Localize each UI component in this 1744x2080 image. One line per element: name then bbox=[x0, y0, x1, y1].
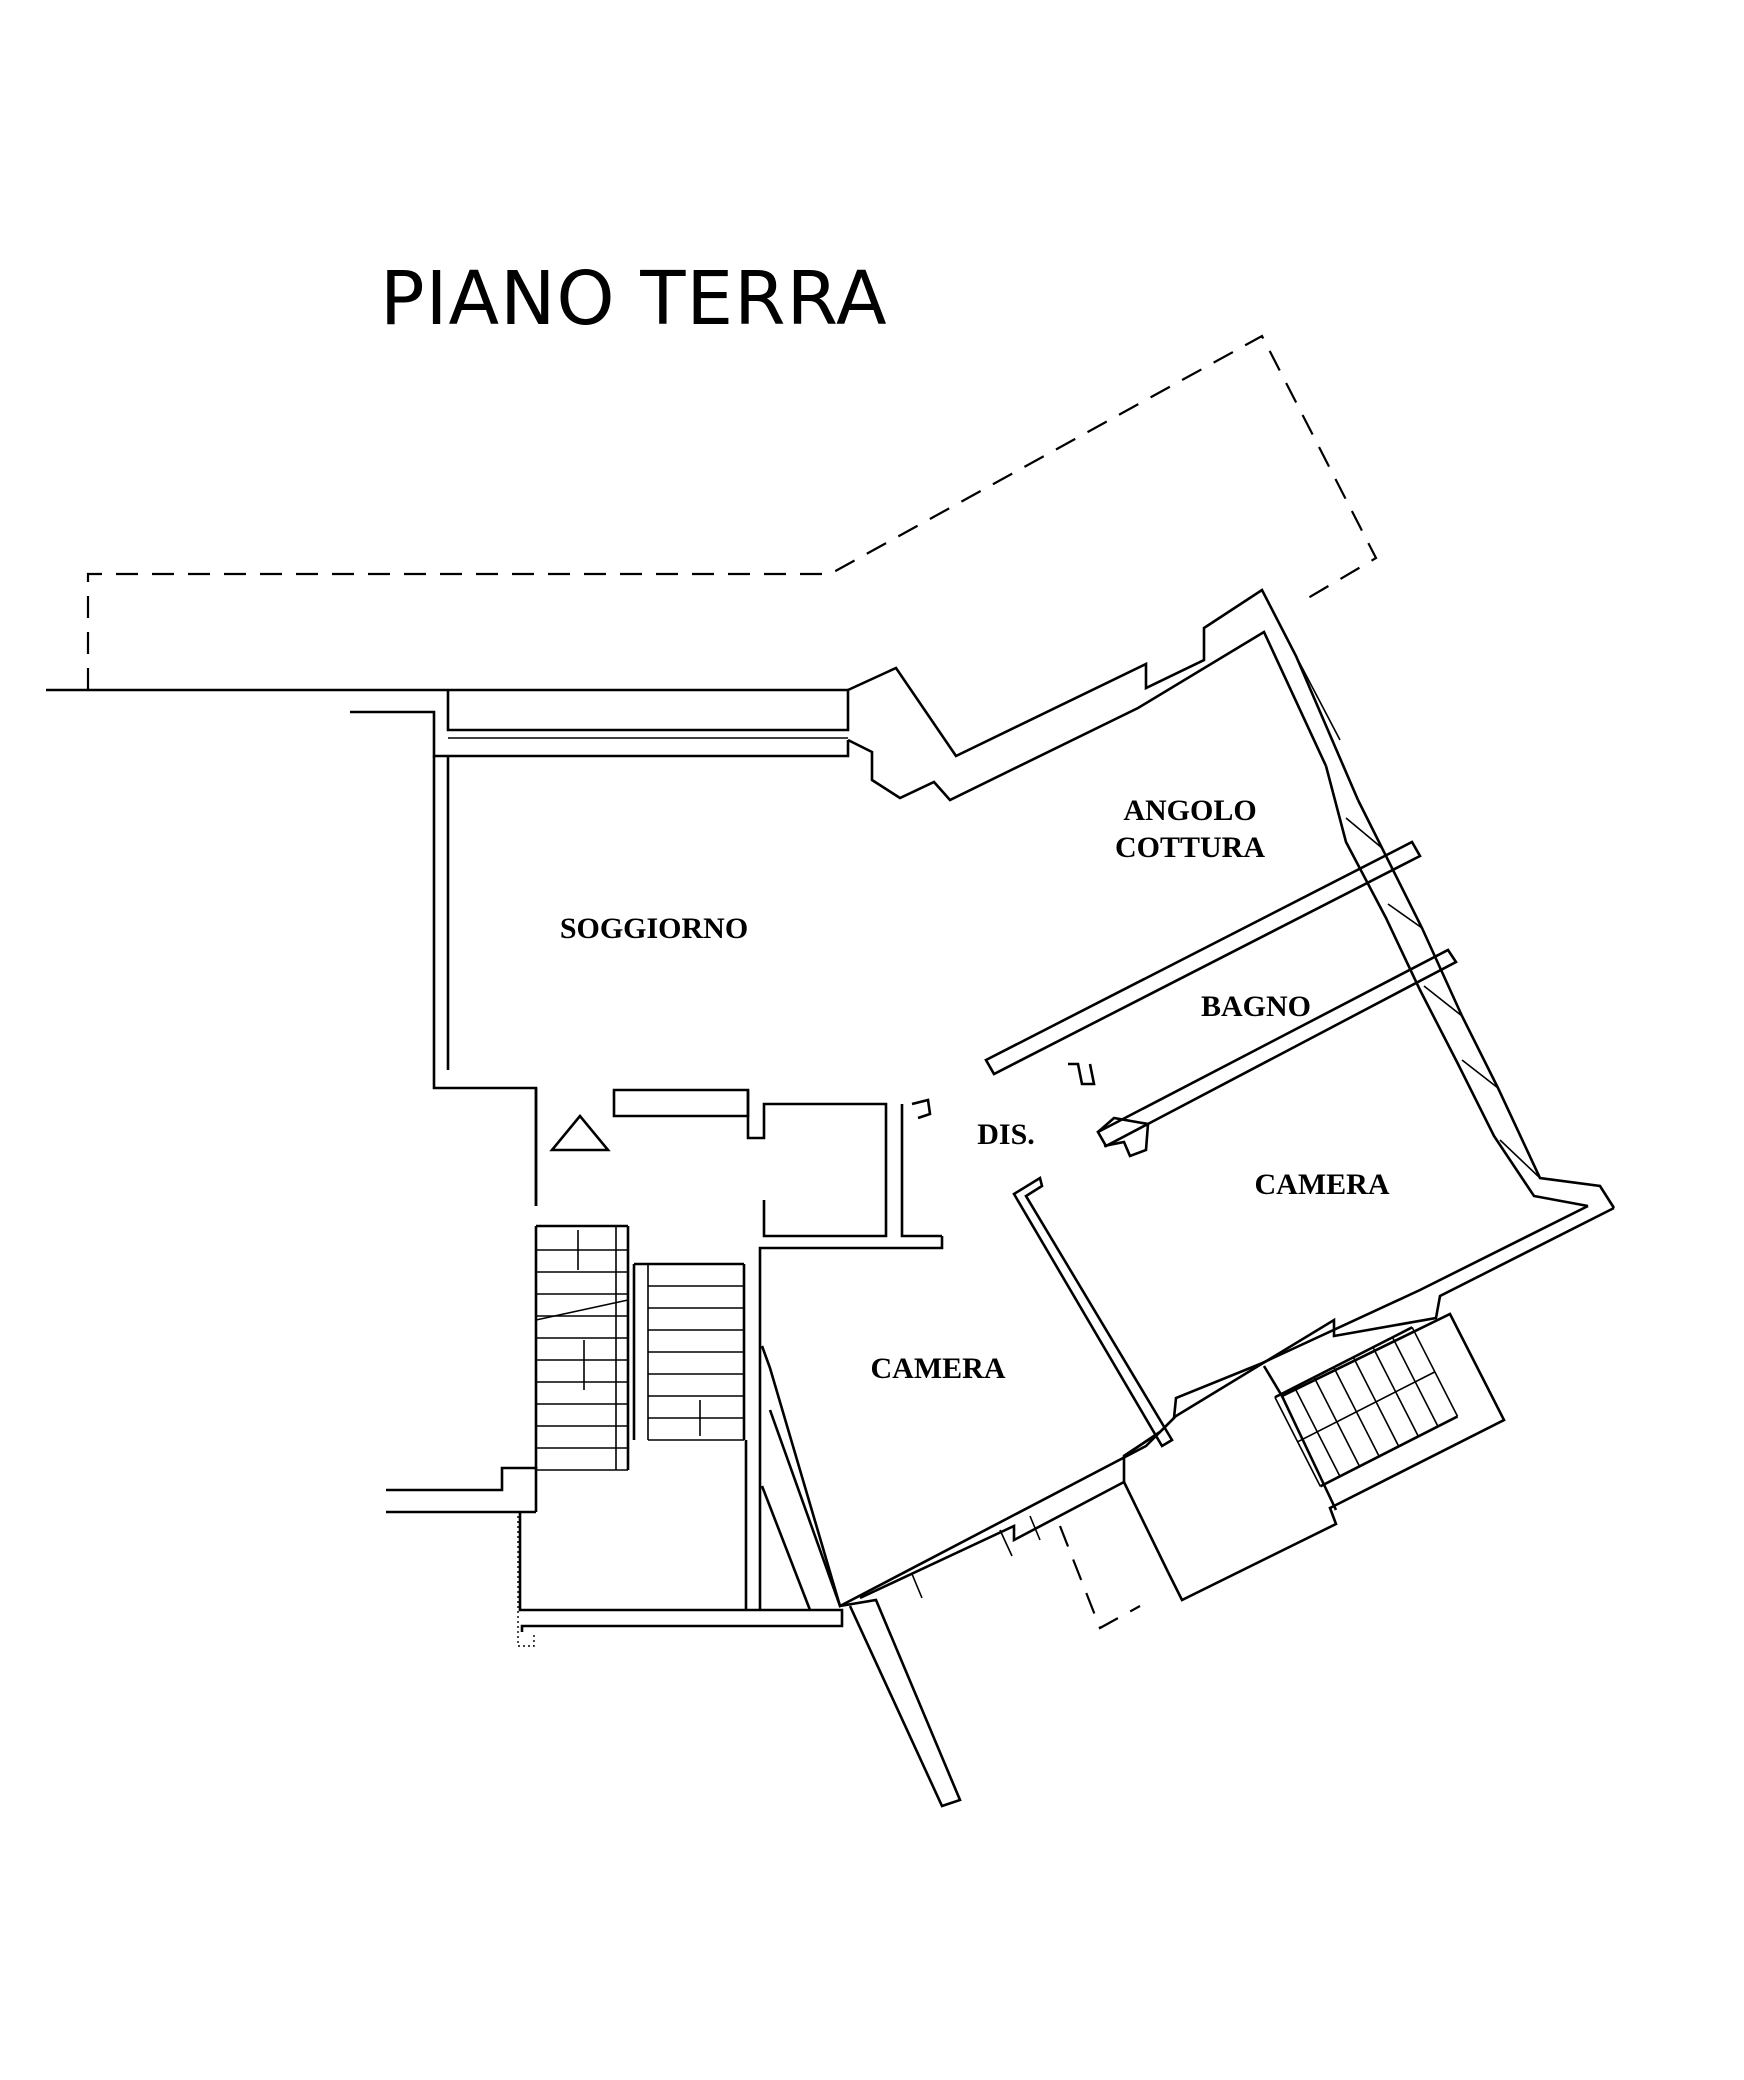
terrace-outline bbox=[86, 334, 1378, 690]
living-room-left-wall bbox=[350, 710, 538, 1206]
internal-stair-right bbox=[632, 1262, 746, 1441]
stair-tread bbox=[1411, 1326, 1459, 1417]
bathroom-camera-partition bbox=[1068, 948, 1458, 1158]
room-label-dis: DIS. bbox=[977, 1118, 1035, 1151]
external-stair-structure bbox=[1122, 1312, 1506, 1602]
room-label-soggiorno: SOGGIORNO bbox=[559, 912, 749, 945]
room-label-camera-right: CAMERA bbox=[1254, 1168, 1390, 1201]
internal-stair-left bbox=[534, 1224, 630, 1471]
stair-tread bbox=[535, 1299, 629, 1321]
kitchen-bathroom-partition bbox=[984, 840, 1422, 1076]
external-stairs bbox=[1274, 1326, 1459, 1488]
room-label-camera-bottom: CAMERA bbox=[870, 1352, 1006, 1385]
porch-outline bbox=[1058, 1525, 1141, 1630]
dis-camera-partition bbox=[1012, 1175, 1174, 1448]
room-label-bagno: BAGNO bbox=[1200, 990, 1312, 1023]
floor-plan-title: PIANO TERRA bbox=[380, 256, 888, 342]
stair-tread bbox=[1319, 1415, 1459, 1488]
kitchen-outer-wall bbox=[847, 588, 1360, 802]
room-label-angolo-cottura-1: ANGOLO bbox=[1123, 794, 1257, 827]
lower-entrance-walls bbox=[386, 1440, 844, 1647]
camera-bottom-walls bbox=[758, 1236, 1175, 1808]
stair-tread bbox=[1274, 1326, 1413, 1399]
living-room-window bbox=[432, 688, 850, 758]
room-label-angolo-cottura-2: COTTURA bbox=[1114, 831, 1266, 864]
corridor-walls bbox=[534, 1088, 942, 1238]
triangle-symbol bbox=[549, 1113, 611, 1152]
stair-tread bbox=[1297, 1371, 1436, 1443]
camera-right-bottom-wall bbox=[1159, 1204, 1615, 1433]
east-outer-wall bbox=[1324, 765, 1616, 1209]
